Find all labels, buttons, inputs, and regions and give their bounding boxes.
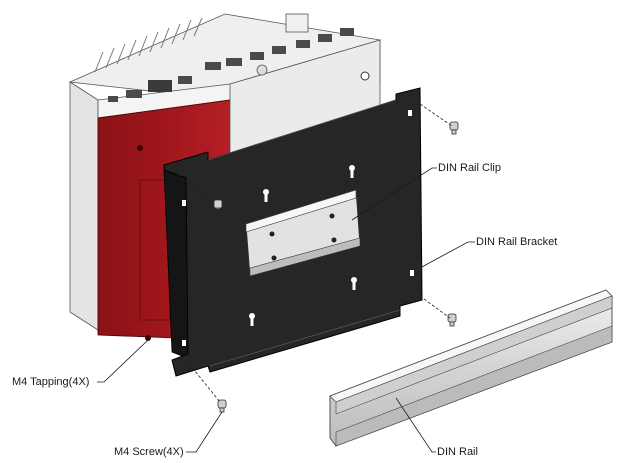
edge-slots [182,110,414,346]
label-din-rail: DIN Rail [437,446,478,458]
label-din-rail-clip: DIN Rail Clip [438,162,501,174]
heatsink-fins [94,17,203,73]
leader-m4-tapping [97,339,149,383]
label-m4-tapping: M4 Tapping(4X) [12,376,90,388]
leader-din-rail-clip [351,167,437,221]
keyhole-slots [249,165,357,326]
screw-top-right [449,121,459,135]
screw-bottom-right [447,313,457,327]
label-din-rail-bracket: DIN Rail Bracket [476,236,558,248]
din-rail-clip [245,189,361,277]
m4-screws [213,121,459,413]
label-m4-screw: M4 Screw(4X) [114,446,184,458]
io-ports [108,13,354,102]
alignment-lines [169,103,453,403]
leader-m4-screw [186,411,223,453]
din-rail-bracket-plate [163,87,423,377]
chassis-left-panel [69,81,99,331]
leader-din-rail-bracket [419,241,475,269]
m4-tapping-hole [145,335,151,341]
leader-lines [97,167,475,453]
leader-din-rail [395,397,436,453]
screw-mid [213,199,223,209]
din-rail-part [329,289,613,447]
chassis-screw-hole [360,71,370,81]
chassis-round-port [256,64,268,76]
m4-tapping-hole [137,145,143,151]
screw-bottom-left [217,399,227,413]
